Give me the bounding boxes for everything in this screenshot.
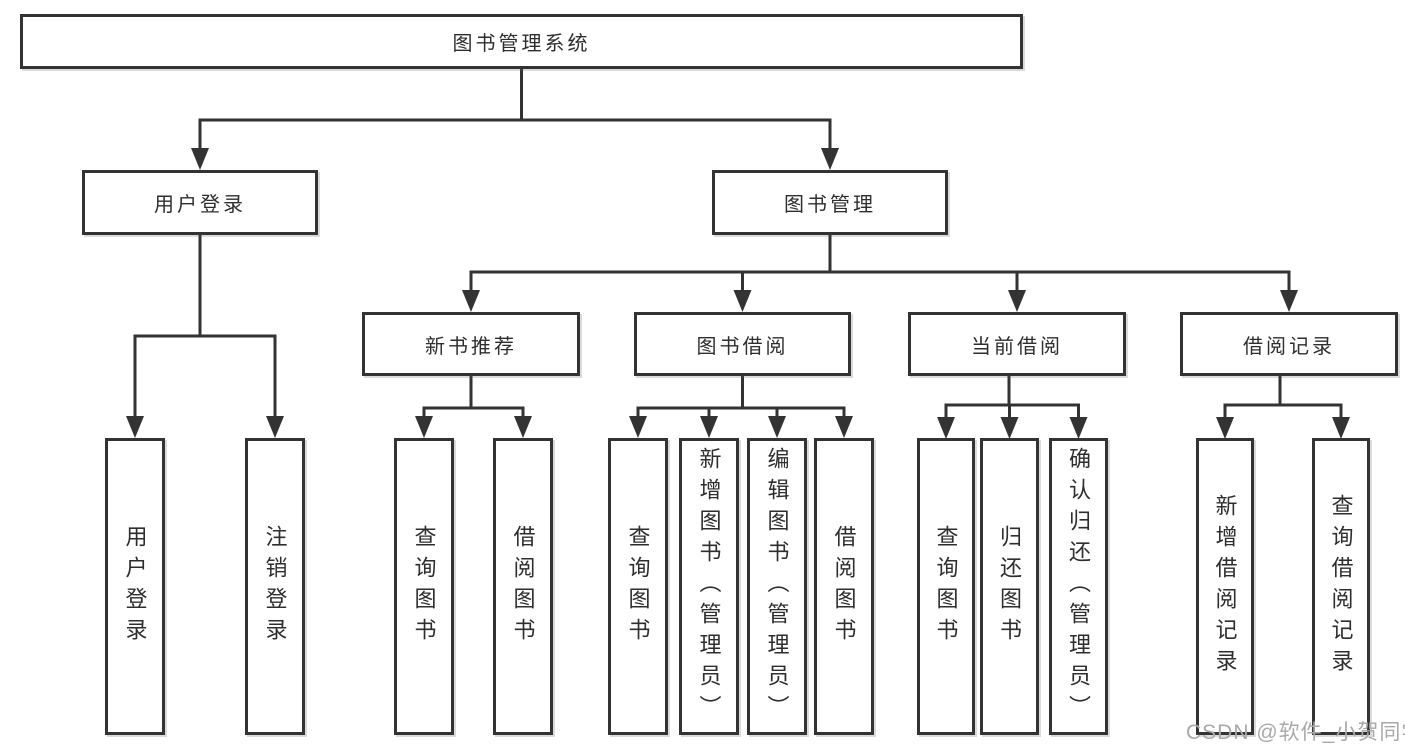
csdn-watermark: CSDN @软件_小贺同学 — [1186, 721, 1405, 744]
connector-borrow-records — [1223, 376, 1343, 420]
node-user-login: 用户登录 — [82, 170, 318, 235]
leaf-add-books-admin: 新增图书（管理员） — [679, 438, 739, 735]
connector-current-borrow — [944, 376, 1080, 420]
connector-borrow-records-arrowheads — [1216, 417, 1350, 439]
connector-user-login-arrowheads — [126, 416, 284, 438]
connector-new-book-recommend-arrowheads — [415, 416, 532, 438]
leaf-borrow-books: 借阅图书 — [814, 438, 874, 735]
node-borrow-records: 借阅记录 — [1180, 312, 1398, 376]
connector-book-management — [469, 235, 1291, 292]
connector-book-borrow — [636, 376, 846, 418]
leaf-query-books-current: 查询图书 — [917, 438, 975, 735]
connector-book-borrow-arrowheads — [629, 416, 853, 438]
connector-book-management-arrowheads — [462, 290, 1298, 312]
connector-root-arrowheads — [191, 148, 839, 170]
node-root: 图书管理系统 — [20, 14, 1023, 69]
connector-user-login — [133, 235, 277, 418]
node-new-book-recommend: 新书推荐 — [362, 312, 580, 376]
connector-new-book-recommend — [422, 376, 525, 418]
node-book-borrow: 图书借阅 — [634, 312, 851, 376]
node-current-borrow: 当前借阅 — [908, 312, 1126, 376]
connector-current-borrow-arrowheads — [937, 417, 1088, 439]
connector-root — [198, 69, 832, 150]
leaf-query-books-recommend: 查询图书 — [394, 438, 454, 735]
leaf-add-borrow-record: 新增借阅记录 — [1196, 438, 1254, 735]
leaf-user-login: 用户登录 — [105, 438, 165, 735]
leaf-query-books-borrow: 查询图书 — [608, 438, 668, 735]
leaf-return-books: 归还图书 — [980, 438, 1039, 735]
leaf-borrow-books-recommend: 借阅图书 — [493, 438, 553, 735]
leaf-confirm-return-admin: 确认归还（管理员） — [1049, 438, 1108, 735]
leaf-query-borrow-record: 查询借阅记录 — [1312, 438, 1370, 735]
leaf-logout: 注销登录 — [245, 438, 305, 735]
leaf-edit-books-admin: 编辑图书（管理员） — [747, 438, 807, 735]
node-book-management: 图书管理 — [712, 170, 948, 235]
